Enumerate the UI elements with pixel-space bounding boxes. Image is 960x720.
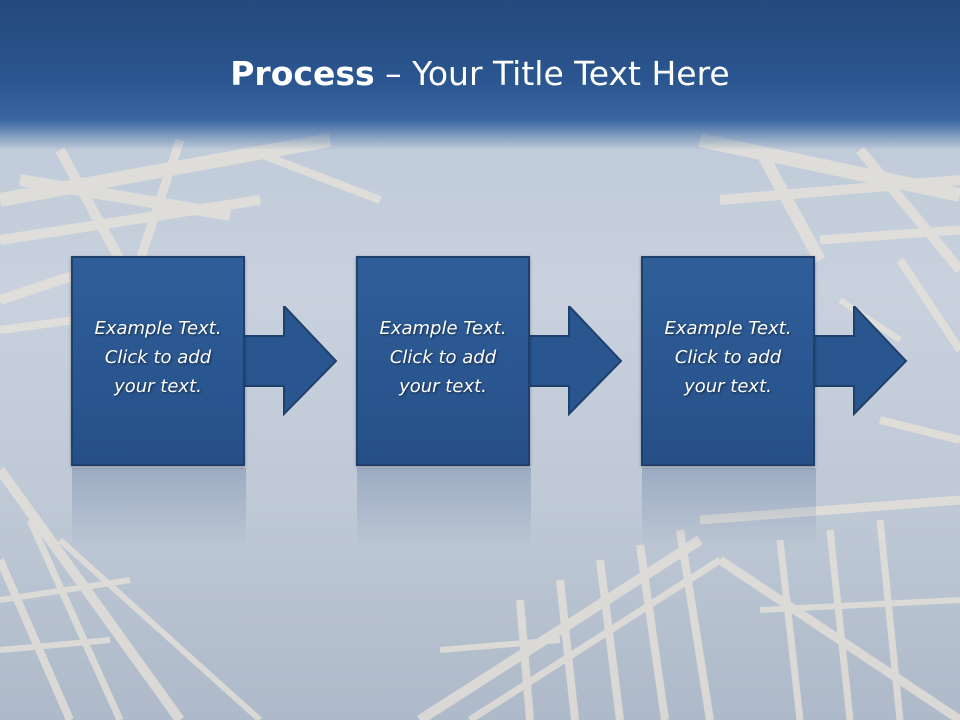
step-3-line-1: Example Text. (664, 318, 792, 339)
step-box-2[interactable]: Example Text. Click to add your text. (356, 256, 530, 466)
step-3-arrow-icon (812, 306, 908, 416)
step-3-line-3: your text. (684, 376, 772, 397)
step-box-1[interactable]: Example Text. Click to add your text. (71, 256, 245, 466)
title-rest: – Your Title Text Here (374, 54, 730, 93)
step-box-3[interactable]: Example Text. Click to add your text. (641, 256, 815, 466)
step-2-line-1: Example Text. (379, 318, 507, 339)
step-2-text[interactable]: Example Text. Click to add your text. (358, 314, 528, 401)
step-2-line-3: your text. (399, 376, 487, 397)
step-1-line-1: Example Text. (94, 318, 222, 339)
step-2-line-2: Click to add (389, 347, 497, 368)
step-3-text[interactable]: Example Text. Click to add your text. (643, 314, 813, 401)
step-1-text[interactable]: Example Text. Click to add your text. (73, 314, 243, 401)
step-2-arrow-icon (527, 306, 623, 416)
step-3-reflection (642, 468, 816, 548)
step-1-line-3: your text. (114, 376, 202, 397)
step-1-reflection (72, 468, 246, 548)
title-bold: Process (230, 54, 375, 93)
step-1-arrow-icon (242, 306, 338, 416)
step-3-line-2: Click to add (674, 347, 782, 368)
step-2-reflection (357, 468, 531, 548)
step-1-line-2: Click to add (104, 347, 212, 368)
slide-title[interactable]: Process – Your Title Text Here (0, 52, 960, 96)
title-bar (0, 0, 960, 150)
